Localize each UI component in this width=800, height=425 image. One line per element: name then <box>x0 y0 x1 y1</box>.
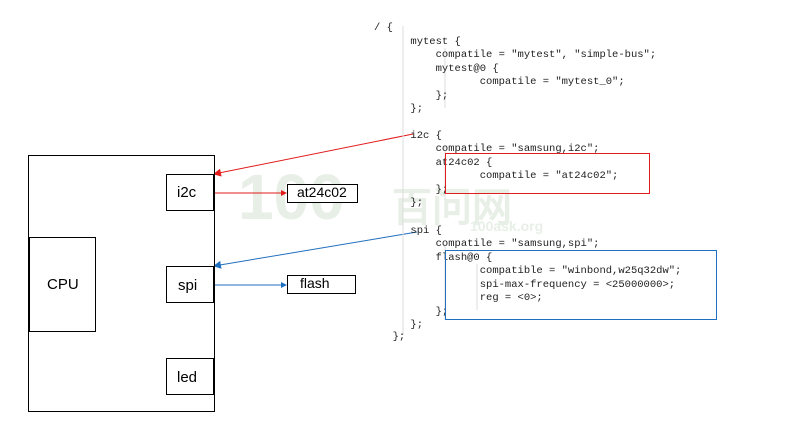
code-line: compatile = "samsung,i2c"; <box>360 143 600 155</box>
code-line: compatile = "samsung,spi"; <box>360 238 600 250</box>
code-line: compatile = "at24c02"; <box>360 170 619 182</box>
flash-label: flash <box>300 275 330 291</box>
code-line: spi { <box>360 225 442 237</box>
code-line: mytest@0 { <box>360 63 499 75</box>
at24c02-code-highlight <box>445 153 650 194</box>
at24c02-label: at24c02 <box>297 184 347 200</box>
code-line: i2c { <box>360 130 442 142</box>
at24c02-block <box>287 184 358 203</box>
i2c-block <box>166 174 214 211</box>
i2c-label: i2c <box>177 184 197 201</box>
code-line: }; <box>380 331 406 343</box>
code-line: }; <box>360 90 449 102</box>
spi-label: spi <box>178 277 198 294</box>
code-line: }; <box>360 184 449 196</box>
code-line: mytest { <box>360 36 461 48</box>
code-line: }; <box>360 197 424 209</box>
code-line: }; <box>360 103 424 115</box>
code-line: compatible = "winbond,w25q32dw"; <box>360 265 682 277</box>
code-line: compatile = "mytest_0"; <box>360 76 625 88</box>
cpu-label: CPU <box>47 276 79 293</box>
flash-block <box>287 275 356 294</box>
led-block <box>166 358 214 395</box>
code-line: flash@0 { <box>360 252 493 264</box>
code-line: / { <box>374 22 393 34</box>
code-i2c-arrow <box>213 133 414 177</box>
code-line: compatile = "mytest", "simple-bus"; <box>360 49 657 61</box>
code-line: }; <box>360 319 424 331</box>
flash-code-highlight <box>445 250 717 320</box>
led-label: led <box>177 369 198 386</box>
code-spi-arrow <box>213 231 418 269</box>
spi-block <box>166 266 214 303</box>
watermark-url: 100ask.org <box>470 218 544 234</box>
code-line: spi-max-frequency = <25000000>; <box>360 279 676 291</box>
code-line: reg = <0>; <box>360 292 543 304</box>
code-line: at24c02 { <box>360 157 493 169</box>
code-line: }; <box>360 306 449 318</box>
cpu-block <box>29 237 96 332</box>
